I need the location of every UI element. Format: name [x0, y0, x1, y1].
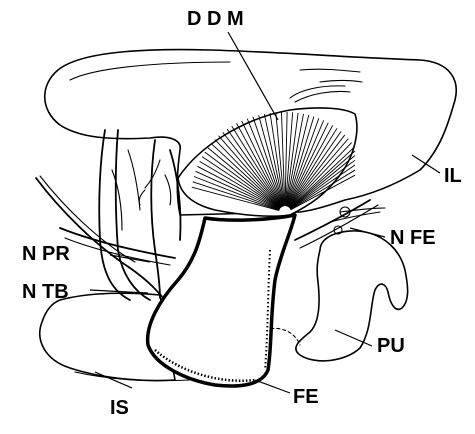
- label-ntb: N TB: [22, 281, 69, 303]
- label-is: IS: [110, 397, 129, 419]
- label-ddm: D D M: [187, 8, 244, 30]
- label-nfe: N FE: [390, 227, 436, 249]
- label-npr: N PR: [22, 243, 70, 265]
- femur-bone: [148, 215, 295, 386]
- label-pu: PU: [377, 335, 405, 357]
- nerve-bundles: [36, 130, 181, 300]
- label-fe: FE: [293, 386, 319, 408]
- label-il: IL: [444, 165, 462, 187]
